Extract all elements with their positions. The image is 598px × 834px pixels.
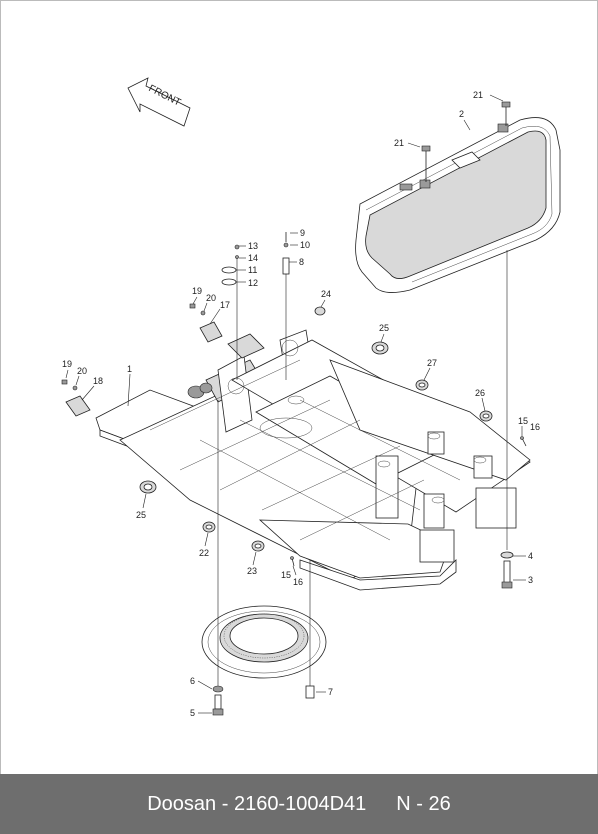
grommet-27: [415, 379, 429, 391]
callout-21-mid: 21: [394, 138, 404, 148]
callout-5: 5: [190, 708, 195, 718]
exploded-parts-diagram: FRONT: [61, 77, 561, 718]
callout-13: 13: [248, 241, 258, 251]
bolts-19-20-lower: [61, 379, 78, 391]
footer-brand-code: Doosan - 2160-1004D41: [147, 792, 367, 815]
callout-8: 8: [299, 257, 304, 267]
grommet-25-top: [371, 341, 389, 355]
bolts-15-16-right: [520, 436, 527, 447]
swing-bearing-ring: [201, 605, 327, 679]
part-stack-8-14: [221, 232, 290, 380]
callout-1: 1: [127, 364, 132, 374]
callout-labels: 21 2 21 9 10 8 13 14 11 12 19 20 17 24 2…: [62, 90, 540, 718]
callout-18: 18: [93, 376, 103, 386]
callout-25-top: 25: [379, 323, 389, 333]
grommet-25-bottom: [139, 480, 157, 494]
grommet-26: [479, 410, 493, 422]
callout-15-right: 15: [518, 416, 528, 426]
grommet-24: [314, 306, 326, 316]
callout-20-upper: 20: [206, 293, 216, 303]
pad-18: [65, 395, 91, 417]
callout-20-lower: 20: [77, 366, 87, 376]
grommet-22: [202, 521, 216, 533]
bolt-21-a: [501, 101, 511, 126]
callout-26: 26: [475, 388, 485, 398]
bolts-19-20-upper: [189, 303, 206, 316]
callout-4: 4: [528, 551, 533, 561]
callout-25-bottom: 25: [136, 510, 146, 520]
callout-16-lower: 16: [293, 577, 303, 587]
callout-27: 27: [427, 358, 437, 368]
callout-21-top: 21: [473, 90, 483, 100]
counterweight: [355, 117, 561, 293]
callout-11: 11: [248, 265, 257, 275]
upper-frame: [95, 329, 531, 591]
callout-2: 2: [459, 109, 464, 119]
callout-6: 6: [190, 676, 195, 686]
bolts-15-16-lower: [290, 556, 295, 567]
bolt-21-b: [421, 145, 431, 182]
footer-page-number: N - 26: [396, 792, 451, 815]
callout-10: 10: [300, 240, 310, 250]
pad-17: [199, 321, 265, 359]
pin-7: [305, 560, 315, 699]
bolt-3: [500, 250, 514, 589]
callout-19-upper: 19: [192, 286, 202, 296]
callout-19-lower: 19: [62, 359, 72, 369]
footer-bar: Doosan - 2160-1004D41 N - 26: [0, 774, 598, 834]
grommet-23: [251, 540, 265, 552]
callout-16-right: 16: [530, 422, 540, 432]
leader-lines: [65, 94, 526, 714]
callout-23: 23: [247, 566, 257, 576]
callout-3: 3: [528, 575, 533, 585]
callout-7: 7: [328, 687, 333, 697]
front-arrow-icon: FRONT: [127, 77, 191, 127]
bolt-5: [212, 400, 224, 716]
callout-15-lower: 15: [281, 570, 291, 580]
callout-14: 14: [248, 253, 258, 263]
callout-12: 12: [248, 278, 258, 288]
callout-24: 24: [321, 289, 331, 299]
callout-9: 9: [300, 228, 305, 238]
callout-17: 17: [220, 300, 230, 310]
callout-22: 22: [199, 548, 209, 558]
